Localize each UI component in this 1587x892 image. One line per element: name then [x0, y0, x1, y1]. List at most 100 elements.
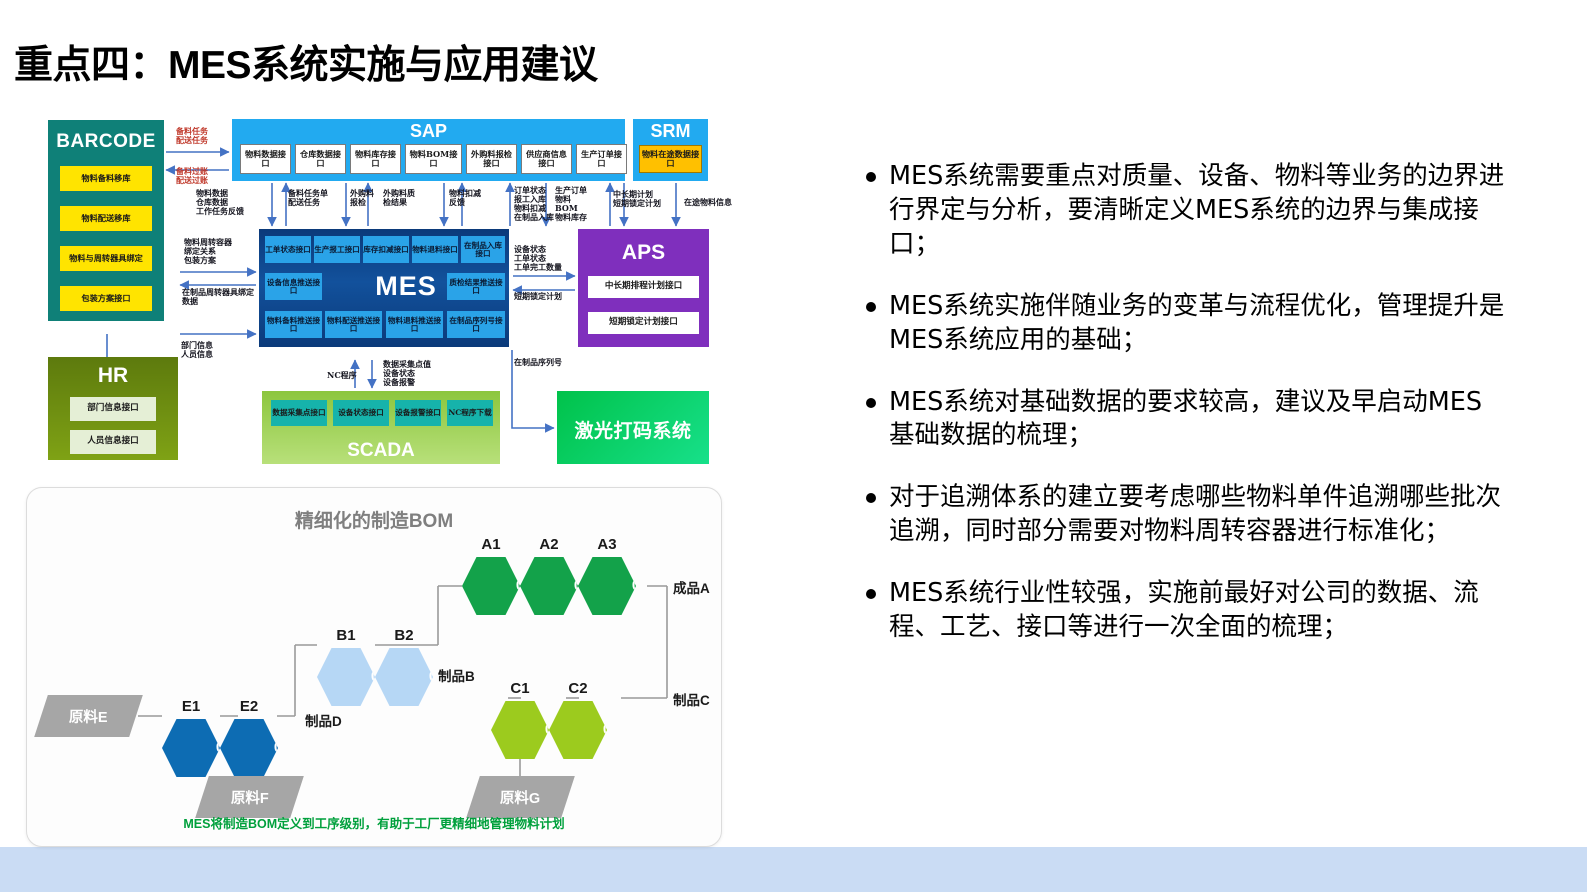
connector-arrows — [106, 147, 681, 433]
bom-group-label-zhipinC: 制品C — [673, 693, 710, 708]
bom-node-A1[interactable]: 0 — [462, 557, 520, 615]
sap-iface-2[interactable]: 物料库存接口 — [350, 144, 401, 174]
bom-material-G[interactable]: 原料G — [466, 776, 575, 818]
bom-material-F[interactable]: 原料F — [195, 776, 304, 818]
bullet-dot-icon — [866, 301, 876, 312]
barcode-iface-1[interactable]: 物料配送移库 — [60, 206, 152, 231]
srm-system-block[interactable]: SRM 物料在途数据接口 — [633, 119, 708, 181]
note-n4: 物料周转容器 绑定关系 包装方案 — [184, 237, 232, 265]
mes-iface-r1-4[interactable]: 在制品入库接口 — [461, 236, 505, 263]
mes-iface-r3-1[interactable]: 物料配送推送接口 — [325, 311, 382, 338]
note-n15: 设备状态 工单状态 工单完工数量 — [514, 244, 562, 272]
bom-material-G-label: 原料G — [500, 790, 541, 807]
scada-system-block[interactable]: 数据采集点接口 设备状态接口 设备报警接口 NC程序下载 SCADA — [262, 391, 500, 464]
note-n6: 部门信息 人员信息 — [181, 340, 213, 359]
bom-connectors — [138, 585, 668, 776]
bom-group-label-zhipinD: 制品D — [305, 714, 342, 729]
mes-iface-r1-2[interactable]: 库存扣减接口 — [363, 236, 409, 263]
bom-node-label-A1: A1 — [481, 536, 501, 553]
bom-node-label-B2: B2 — [394, 627, 414, 644]
mes-iface-r3-2[interactable]: 物料退料推送接口 — [386, 311, 443, 338]
scada-iface-3[interactable]: NC程序下载 — [447, 400, 493, 426]
note-n13: 中长期计划 短期锁定计划 — [613, 189, 661, 208]
bullet-item-2: MES系统对基础数据的要求较高，建议及早启动MES基础数据的梳理； — [866, 386, 1506, 454]
hr-system-block[interactable]: HR 部门信息接口 人员信息接口 — [48, 357, 178, 460]
bullet-dot-icon — [866, 172, 876, 182]
note-n2: 备料过账 配送过账 — [176, 166, 208, 185]
scada-iface-1[interactable]: 设备状态接口 — [333, 400, 389, 426]
sap-iface-5[interactable]: 供应商信息接口 — [521, 144, 572, 174]
bom-node-C1[interactable]: 0 — [491, 701, 549, 759]
note-n12: 生产订单 物料 BOM 物料库存 — [555, 185, 587, 222]
mes-iface-r1-1[interactable]: 生产报工接口 — [314, 236, 360, 263]
sap-iface-0[interactable]: 物料数据接口 — [240, 144, 291, 174]
bom-node-label-A3: A3 — [597, 536, 617, 553]
aps-iface-1[interactable]: 短期锁定计划接口 — [588, 312, 699, 334]
scada-iface-0[interactable]: 数据采集点接口 — [271, 400, 327, 426]
sap-system-block[interactable]: SAP 物料数据接口 仓库数据接口 物料库存接口 物料BOM接口 外购料报检接口… — [232, 119, 627, 181]
srm-header: SRM — [650, 121, 691, 141]
scada-header: SCADA — [347, 440, 415, 461]
bullet-dot-icon — [866, 493, 876, 504]
sap-iface-1[interactable]: 仓库数据接口 — [295, 144, 346, 174]
bom-node-label-B1: B1 — [336, 627, 356, 644]
aps-iface-0[interactable]: 中长期排程计划接口 — [588, 276, 699, 298]
mes-iface-r3-3[interactable]: 在制品序列号接口 — [447, 311, 505, 338]
srm-iface-0[interactable]: 物料在途数据接口 — [639, 145, 702, 173]
note-n8: 外购料 报检 — [350, 188, 374, 207]
bom-node-A3[interactable]: 0 — [578, 557, 636, 615]
mes-system-block[interactable]: MES 工单状态接口 生产报工接口 库存扣减接口 物料退料接口 在制品入库接口 … — [259, 229, 509, 347]
sap-iface-4[interactable]: 外购料报检接口 — [466, 144, 517, 174]
bottom-decorative-band — [0, 847, 1587, 892]
bom-group-label-zhipinB: 制品B — [438, 669, 475, 684]
note-n5: 在制品周转器具绑定 数据 — [182, 287, 254, 306]
note-n17: 在制品序列号 — [514, 357, 562, 367]
note-n7: 备料任务单 配送任务 — [288, 188, 328, 207]
bullet-item-1: MES系统实施伴随业务的变革与流程优化，管理提升是MES系统应用的基础； — [866, 290, 1506, 358]
sap-header: SAP — [409, 121, 447, 141]
barcode-iface-2[interactable]: 物料与周转器具绑定 — [60, 246, 152, 271]
mes-iface-r3-0[interactable]: 物料备料推送接口 — [265, 311, 322, 338]
page-title: 重点四：MES系统实施与应用建议 — [14, 44, 598, 87]
note-n10: 物料扣减 反馈 — [449, 188, 481, 207]
mes-iface-r2-0[interactable]: 设备信息推送接口 — [265, 273, 322, 300]
scada-iface-2[interactable]: 设备报警接口 — [395, 400, 441, 426]
note-n9: 外购料质 检结果 — [383, 188, 415, 207]
hr-iface-1[interactable]: 人员信息接口 — [70, 430, 156, 454]
note-n3: 物料数据 仓库数据 工作任务反馈 — [196, 188, 244, 216]
barcode-iface-3[interactable]: 包装方案接口 — [60, 286, 152, 311]
note-n11: 订单状态 报工入库 物料扣减 在制品入库 — [514, 185, 554, 222]
bom-material-E[interactable]: 原料E — [34, 695, 143, 737]
mes-iface-r1-0[interactable]: 工单状态接口 — [265, 236, 311, 263]
bom-node-label-C1: C1 — [510, 680, 530, 697]
bullet-item-0: MES系统需要重点对质量、设备、物料等业务的边界进行界定与分析，要清晰定义MES… — [866, 160, 1506, 262]
mes-iface-r1-3[interactable]: 物料退料接口 — [412, 236, 458, 263]
bom-node-label-A2: A2 — [539, 536, 559, 553]
bullet-item-3: 对于追溯体系的建立要考虑哪些物料单件追溯哪些批次追溯，同时部分需要对物料周转容器… — [866, 481, 1506, 549]
bullet-text-3: 对于追溯体系的建立要考虑哪些物料单件追溯哪些批次追溯，同时部分需要对物料周转容器… — [889, 482, 1502, 547]
hr-iface-0[interactable]: 部门信息接口 — [70, 397, 156, 421]
note-n16: 短期锁定计划 — [514, 291, 562, 301]
barcode-header: BARCODE — [56, 131, 156, 152]
barcode-iface-0[interactable]: 物料备料移库 — [60, 166, 152, 191]
bom-node-label-E2: E2 — [239, 698, 259, 715]
sap-iface-6[interactable]: 生产订单接口 — [576, 144, 627, 174]
mes-iface-r2-1[interactable]: 质检结果推送接口 — [447, 273, 505, 300]
bullet-text-0: MES系统需要重点对质量、设备、物料等业务的边界进行界定与分析，要清晰定义MES… — [889, 161, 1505, 259]
barcode-system-block[interactable]: BARCODE 物料备料移库 物料配送移库 物料与周转器具绑定 包装方案接口 — [48, 120, 164, 321]
laser-marking-system-block[interactable]: 激光打码系统 — [557, 391, 709, 464]
bom-node-B1[interactable]: 0 — [317, 648, 375, 706]
bom-node-A2[interactable]: 0 — [520, 557, 578, 615]
recommendations-list: MES系统需要重点对质量、设备、物料等业务的边界进行界定与分析，要清晰定义MES… — [866, 160, 1506, 673]
bullet-text-4: MES系统行业性较强，实施前最好对公司的数据、流程、工艺、接口等进行一次全面的梳… — [889, 578, 1479, 643]
hr-header: HR — [97, 364, 129, 387]
bom-node-C2[interactable]: 0 — [549, 701, 607, 759]
note-n18: NC程序 — [327, 370, 357, 380]
bom-node-label-E1: E1 — [181, 698, 201, 715]
bom-material-F-label: 原料F — [230, 790, 269, 807]
bullet-dot-icon — [866, 589, 876, 600]
sap-iface-3[interactable]: 物料BOM接口 — [405, 144, 462, 174]
bullet-text-2: MES系统对基础数据的要求较高，建议及早启动MES基础数据的梳理； — [889, 386, 1483, 451]
aps-system-block[interactable]: APS 中长期排程计划接口 短期锁定计划接口 — [578, 229, 709, 347]
